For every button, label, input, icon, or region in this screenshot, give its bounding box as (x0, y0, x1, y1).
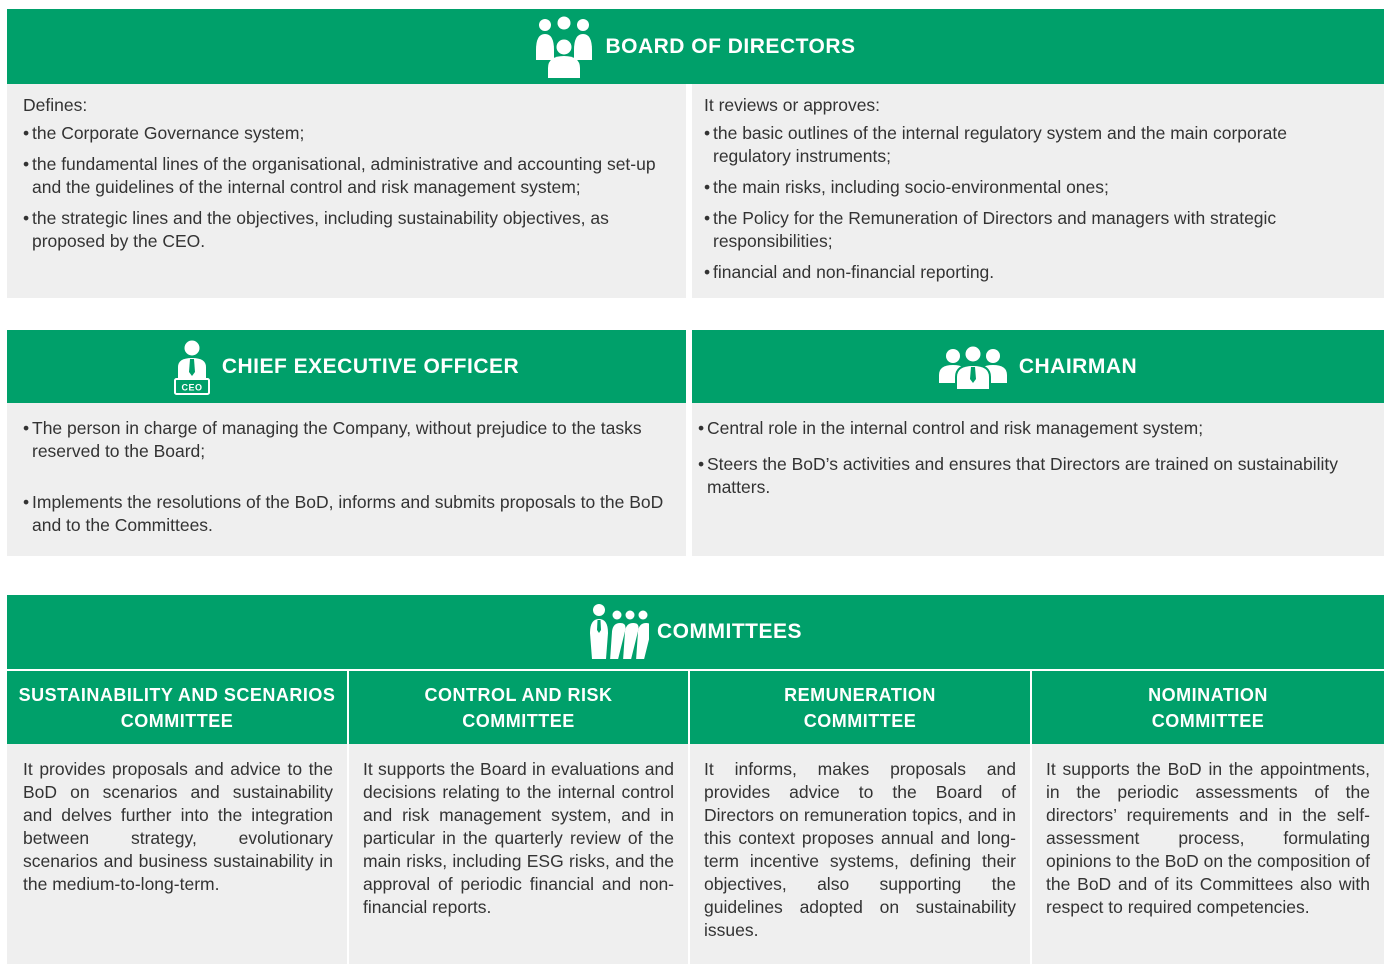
ceo-panel: •The person in charge of managing the Co… (7, 403, 686, 556)
list-item: •the main risks, including socio-environ… (704, 177, 1109, 197)
list-item: •the fundamental lines of the organisati… (23, 154, 656, 197)
list-item: •financial and non-financial reporting. (704, 262, 995, 282)
list-item: •Central role in the internal control an… (698, 418, 1204, 438)
committee-remuneration-heading: REMUNERATION COMMITTEE (690, 671, 1030, 744)
chairman-title: CHAIRMAN (1018, 354, 1138, 378)
board-header: BOARD OF DIRECTORS (7, 9, 1384, 84)
list-item: •the Policy for the Remuneration of Dire… (704, 208, 1277, 251)
committees-people-icon (589, 603, 649, 661)
board-reviews-intro: It reviews or approves: (704, 95, 881, 115)
list-item: •The person in charge of managing the Co… (23, 418, 642, 461)
chairman-group-icon (938, 344, 1007, 389)
ceo-title: CHIEF EXECUTIVE OFFICER (221, 354, 520, 378)
committee-nomination-text: It supports the BoD in the appointments,… (1032, 744, 1384, 964)
board-title: BOARD OF DIRECTORS (605, 34, 856, 58)
list-item: •the strategic lines and the objectives,… (23, 208, 609, 251)
board-reviews-panel: It reviews or approves: •the basic outli… (692, 84, 1384, 298)
chairman-panel: •Central role in the internal control an… (692, 403, 1384, 556)
chairman-header: CHAIRMAN (692, 330, 1384, 403)
board-defines-intro: Defines: (23, 95, 88, 115)
board-group-icon (535, 16, 593, 78)
committees-header: COMMITTEES (7, 595, 1384, 669)
list-item: •Implements the resolutions of the BoD, … (23, 492, 664, 535)
ceo-person-icon: CEO (173, 339, 210, 395)
list-item: •Steers the BoD’s activities and ensures… (698, 454, 1338, 497)
ceo-header: CEO CHIEF EXECUTIVE OFFICER (7, 330, 686, 403)
committee-control-risk-text: It supports the Board in evaluations and… (349, 744, 688, 964)
committees-title: COMMITTEES (657, 620, 802, 643)
committee-sustainability-heading: SUSTAINABILITY AND SCENARIOS COMMITTEE (7, 671, 347, 744)
committee-remuneration-text: It informs, makes proposals and provides… (690, 744, 1030, 964)
committee-nomination-heading: NOMINATION COMMITTEE (1032, 671, 1384, 744)
board-defines-panel: Defines: •the Corporate Governance syste… (7, 84, 686, 298)
committee-control-risk-heading: CONTROL AND RISK COMMITTEE (349, 671, 688, 744)
list-item: •the basic outlines of the internal regu… (704, 123, 1287, 166)
list-item: •the Corporate Governance system; (23, 123, 305, 143)
committee-sustainability-text: It provides proposals and advice to the … (7, 744, 347, 964)
svg-text:CEO: CEO (181, 382, 202, 392)
